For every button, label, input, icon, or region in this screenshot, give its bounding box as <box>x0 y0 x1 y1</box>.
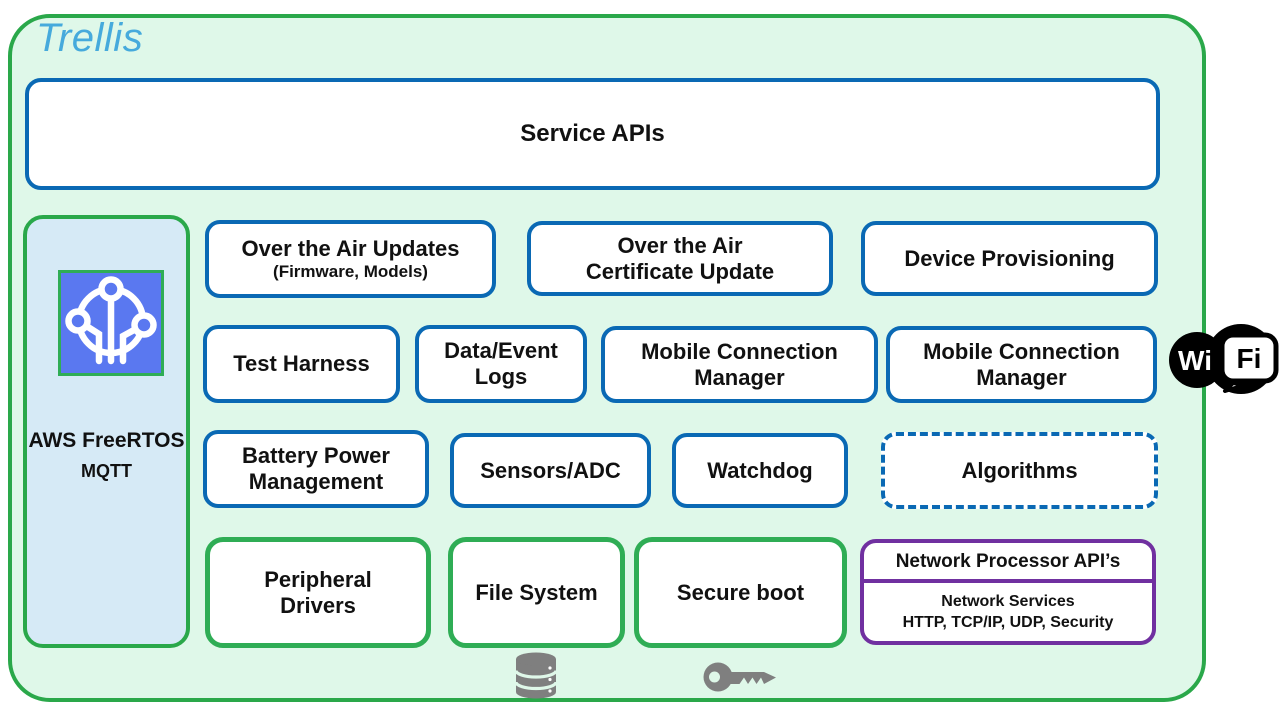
key-icon <box>702 659 780 695</box>
freertos-label: FreeRTOS <box>82 429 185 452</box>
box-title-line1: Data/Event <box>444 338 558 364</box>
network-processor-box: Network Processor API’s Network Services… <box>860 539 1156 645</box>
aws-freertos-panel: AWS FreeRTOS MQTT <box>23 215 190 648</box>
freertos-logo <box>65 276 157 365</box>
watchdog-box: Watchdog <box>672 433 848 508</box>
network-processor-apis-label: Network Processor API’s <box>864 543 1152 584</box>
box-title: Watchdog <box>707 457 813 483</box>
battery-power-management-box: Battery Power Management <box>203 430 429 508</box>
network-protocols-label: HTTP, TCP/IP, UDP, Security <box>902 614 1114 632</box>
box-title-line1: Peripheral <box>264 566 372 592</box>
box-title-line2: Logs <box>474 364 528 389</box>
peripheral-drivers-box: Peripheral Drivers <box>205 537 431 648</box>
box-title-line2: Manager <box>694 364 785 390</box>
box-title: Secure boot <box>676 579 805 605</box>
box-title: Over the Air Updates <box>241 236 460 261</box>
aws-freertos-label: AWS FreeRTOS MQTT <box>27 426 186 486</box>
service-apis-box: Service APIs <box>25 78 1160 190</box>
diagram-title: Trellis <box>36 16 144 60</box>
wifi-logo-icon: Wi Fi <box>1167 321 1280 397</box>
box-title-line2: Certificate Update <box>585 258 775 284</box>
box-title-line1: Battery Power <box>242 443 390 469</box>
data-event-logs-box: Data/Event Logs <box>415 325 587 403</box>
box-title: Device Provisioning <box>904 245 1115 271</box>
box-title-line2: Management <box>248 469 384 494</box>
algorithms-box: Algorithms <box>881 432 1158 509</box>
over-the-air-updates-box: Over the Air Updates (Firmware, Models) <box>205 220 496 298</box>
box-title-line1: Mobile Connection <box>923 338 1120 364</box>
box-title-line1: Over the Air <box>617 232 743 258</box>
mobile-connection-manager-box-1: Mobile Connection Manager <box>601 326 878 403</box>
device-provisioning-box: Device Provisioning <box>861 221 1158 296</box>
svg-text:Fi: Fi <box>1237 343 1262 374</box>
file-system-box: File System <box>448 537 625 648</box>
svg-text:Wi: Wi <box>1178 345 1212 376</box>
box-title-line2: Drivers <box>280 592 356 618</box>
database-icon <box>514 651 558 699</box>
freertos-logo-icon <box>58 270 164 376</box>
mobile-connection-manager-box-2: Mobile Connection Manager <box>886 326 1157 403</box>
ota-certificate-update-box: Over the Air Certificate Update <box>527 221 833 296</box>
box-title: Sensors/ADC <box>480 457 621 483</box>
box-subtitle: (Firmware, Models) <box>273 261 428 281</box>
box-title: File System <box>475 579 598 605</box>
mqtt-label: MQTT <box>81 461 132 481</box>
service-apis-label: Service APIs <box>520 119 665 147</box>
network-services-label: Network Services <box>941 593 1075 611</box>
box-title-line1: Mobile Connection <box>641 338 838 364</box>
test-harness-box: Test Harness <box>203 325 400 403</box>
aws-label: AWS <box>28 429 77 452</box>
box-title: Test Harness <box>233 351 370 377</box>
sensors-adc-box: Sensors/ADC <box>450 433 651 508</box>
box-title: Algorithms <box>961 457 1078 483</box>
secure-boot-box: Secure boot <box>634 537 847 648</box>
box-title-line2: Manager <box>976 364 1067 390</box>
network-services-section: Network Services HTTP, TCP/IP, UDP, Secu… <box>864 583 1152 641</box>
